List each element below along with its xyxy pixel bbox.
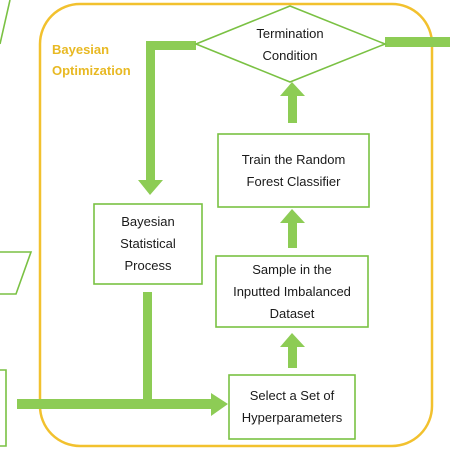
arrow-train-to-termination <box>280 82 305 123</box>
termination-condition-label: Termination Condition <box>256 26 324 63</box>
bayesian-process-label: Bayesian Statistical Process <box>120 214 176 273</box>
train-classifier-box <box>217 133 370 208</box>
arrow-termination-exit <box>385 37 450 47</box>
train-classifier-label: Train the Random Forest Classifier <box>241 151 346 189</box>
select-hyperparameters-box <box>228 374 356 440</box>
partial-shape-mid-left <box>0 251 33 295</box>
arrow-bayesian-to-select <box>17 292 228 416</box>
partial-shape-top-left <box>0 0 11 45</box>
sample-dataset-label: Sample in the Inputted Imbalanced Datase… <box>233 261 351 321</box>
arrow-termination-to-bayesian <box>138 41 196 195</box>
sample-dataset-box <box>215 255 369 328</box>
arrow-sample-to-train <box>280 209 305 248</box>
container-label: Bayesian Optimization <box>52 42 131 78</box>
arrow-select-to-sample <box>280 333 305 368</box>
termination-condition-diamond <box>193 5 388 83</box>
select-hyperparameters-label: Select a Set of Hyperparameters <box>241 388 343 425</box>
bayesian-process-box <box>93 203 203 285</box>
partial-shape-bottom-left <box>0 369 7 447</box>
optimization-container <box>38 2 434 448</box>
